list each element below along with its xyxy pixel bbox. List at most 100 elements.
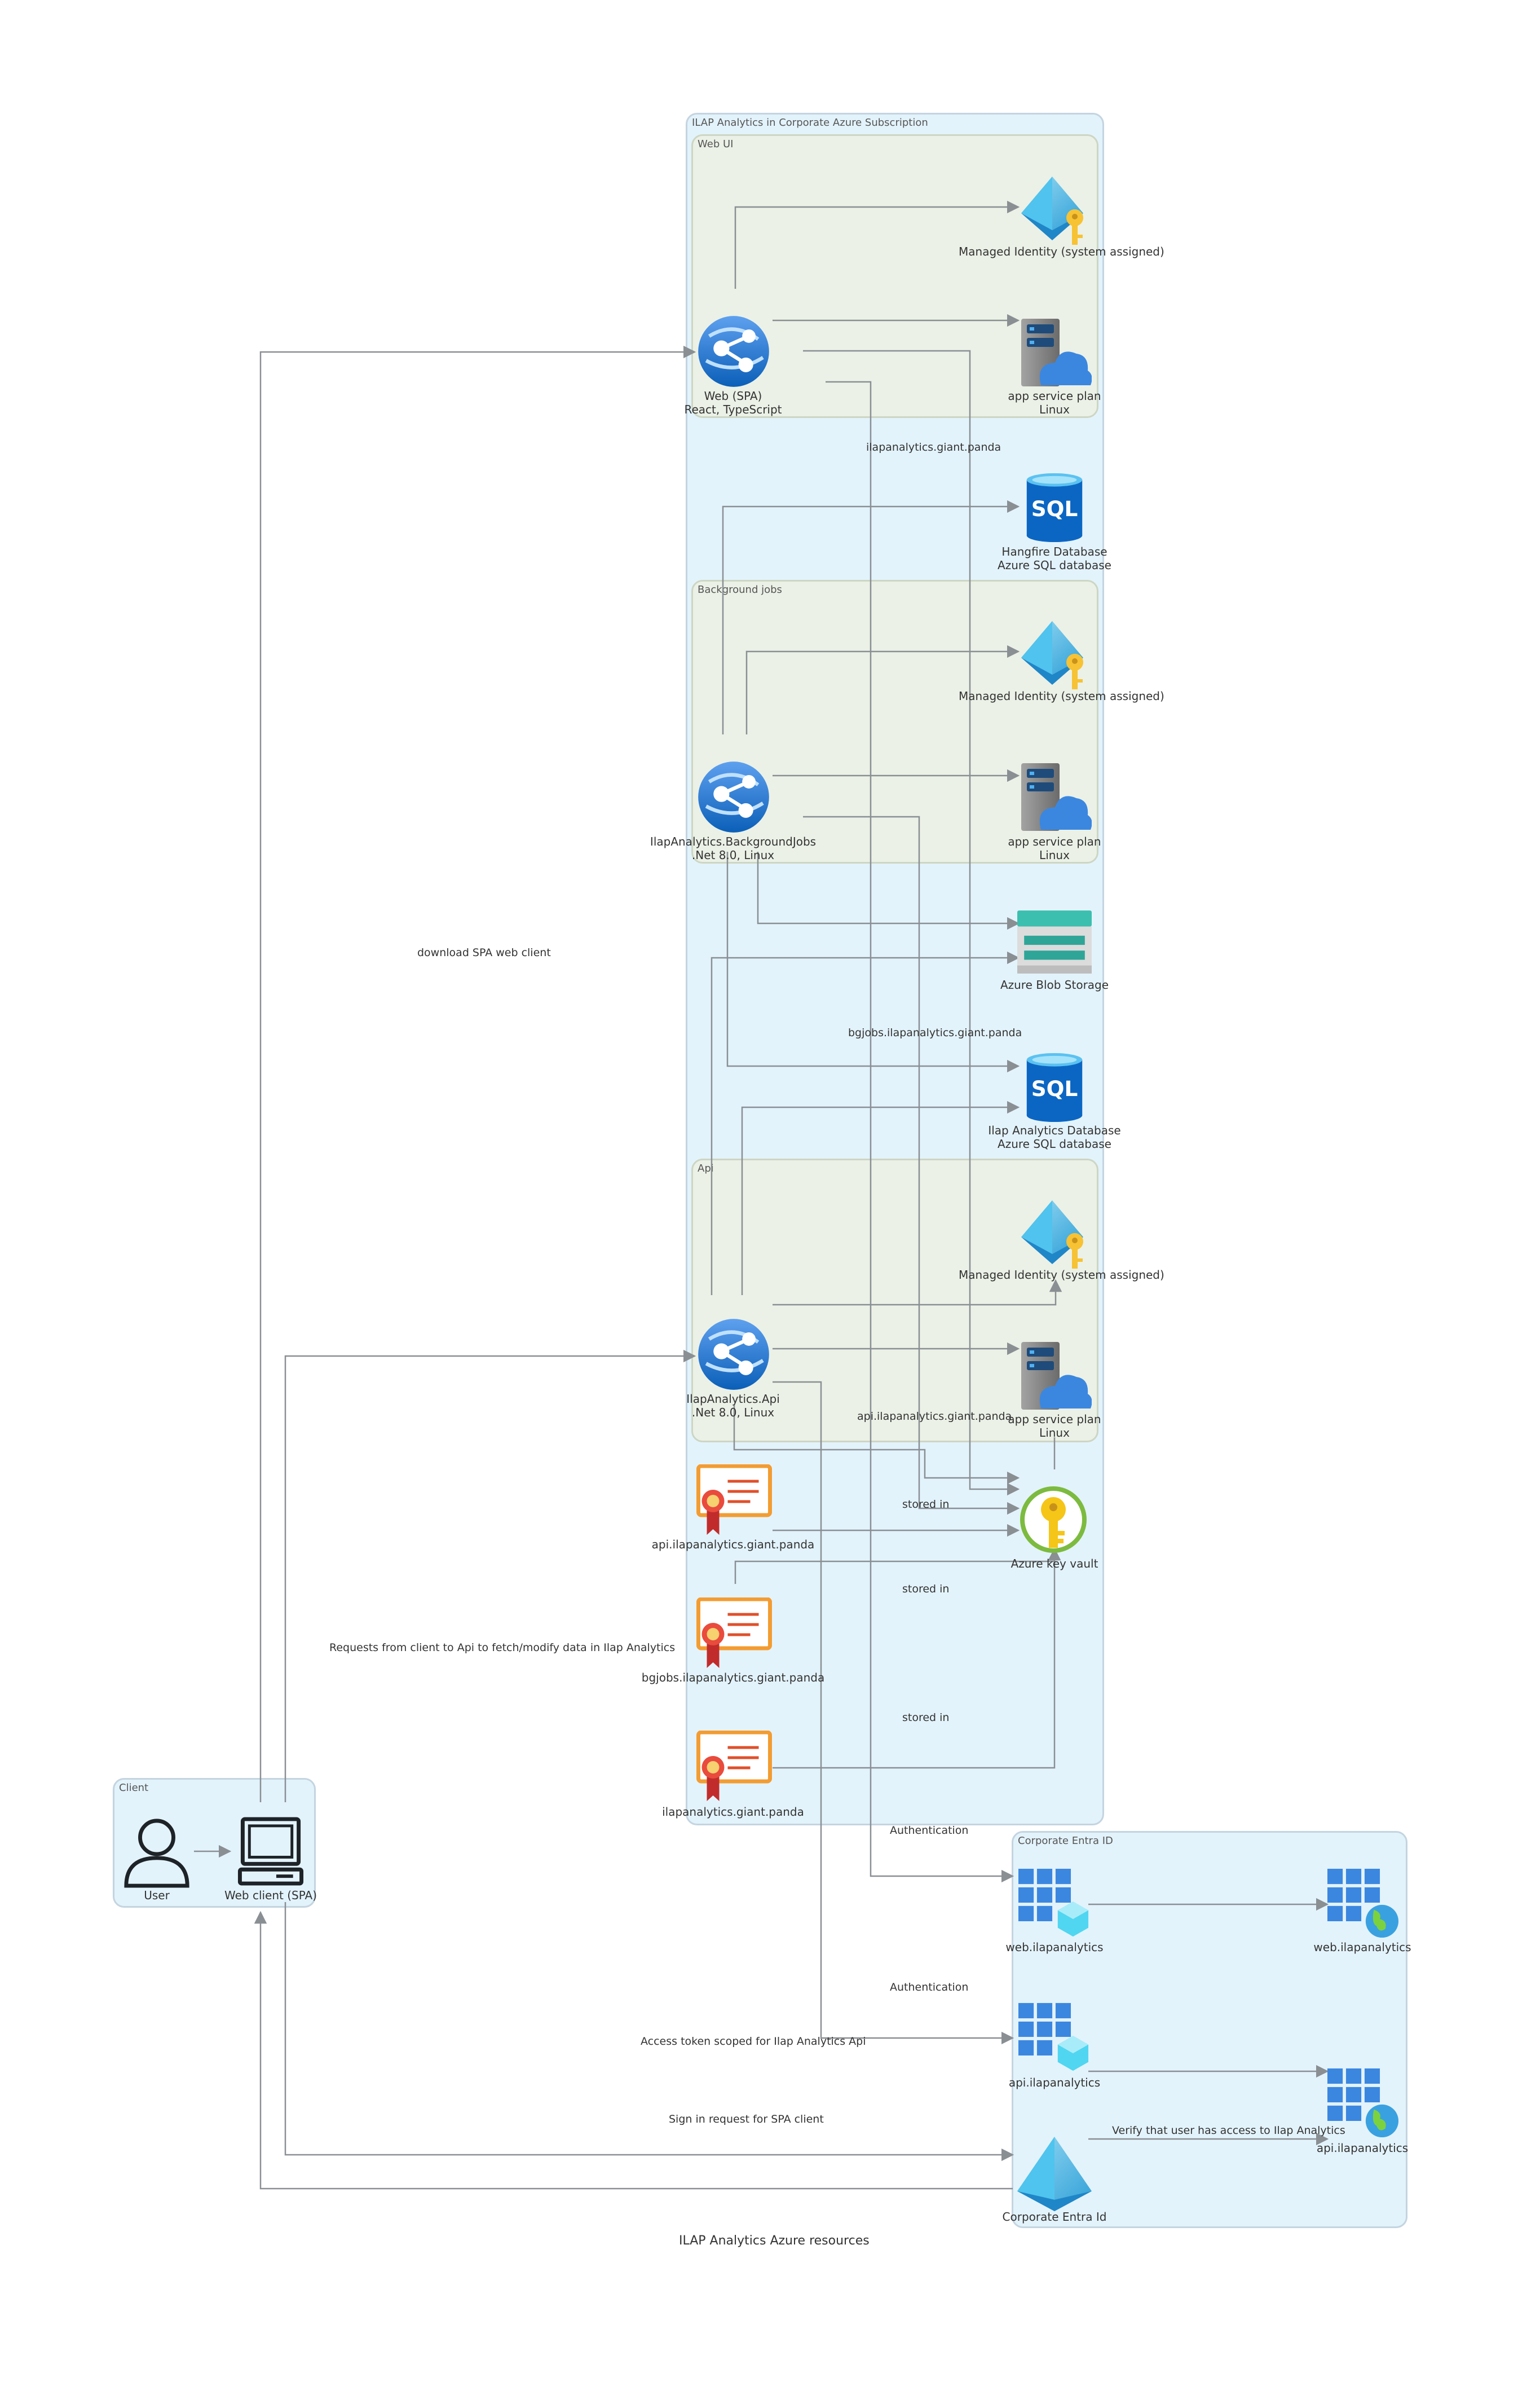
edge-label-auth-2: Authentication bbox=[890, 1981, 969, 1993]
bg-plan-label-line1: app service plan bbox=[1008, 835, 1101, 848]
bg-app-service-plan-icon bbox=[1021, 763, 1092, 831]
edge-label-verify: Verify that user has access to Ilap Anal… bbox=[1112, 2124, 1345, 2137]
web-spa-label: Web (SPA) React, TypeScript bbox=[637, 389, 829, 416]
cert-web-label: ilapanalytics.giant.panda bbox=[662, 1805, 804, 1819]
entra-web-app-registration-icon bbox=[1018, 1868, 1089, 1937]
api-plan-label-line1: app service plan bbox=[1008, 1412, 1101, 1426]
cert-api-certificate-icon bbox=[696, 1464, 773, 1537]
web-client-label: Web client (SPA) bbox=[224, 1889, 317, 1902]
hangfire-db-label-line1: Hangfire Database bbox=[1001, 545, 1107, 558]
client-group-label: Client bbox=[119, 1782, 149, 1794]
ilap-db-label: Ilap Analytics Database Azure SQL databa… bbox=[959, 1124, 1150, 1151]
edge-cert-web-to-kv bbox=[773, 1547, 1061, 1769]
web-spa-label-line1: Web (SPA) bbox=[704, 389, 762, 403]
edge-web-to-entra-app bbox=[826, 381, 1014, 1883]
web-managed-identity-label: Managed Identity (system assigned) bbox=[959, 245, 1164, 258]
api-plan-label-line2: Linux bbox=[1039, 1426, 1070, 1440]
entra-group-label: Corporate Entra ID bbox=[1018, 1835, 1113, 1847]
cert-bgjobs-certificate-icon bbox=[696, 1597, 773, 1670]
ilap-sql-database-icon bbox=[1026, 1053, 1083, 1123]
entra-web-enterprise-app-icon bbox=[1327, 1868, 1398, 1938]
entra-api-app-label: api.ilapanalytics bbox=[1008, 2076, 1101, 2089]
web-plan-label: app service plan Linux bbox=[959, 389, 1150, 416]
api-managed-identity-label: Managed Identity (system assigned) bbox=[959, 1268, 1164, 1282]
bg-app-service-icon bbox=[697, 760, 770, 834]
hangfire-db-label-line2: Azure SQL database bbox=[998, 558, 1111, 572]
entra-id-label: Corporate Entra Id bbox=[1002, 2210, 1107, 2224]
user-icon bbox=[122, 1816, 192, 1889]
bg-plan-label: app service plan Linux bbox=[959, 835, 1150, 862]
bg-app-label-line2: .Net 8.0, Linux bbox=[691, 848, 775, 862]
edge-bg-to-ilapdb bbox=[726, 852, 1020, 1073]
web-spa-label-line2: React, TypeScript bbox=[684, 403, 782, 416]
edge-bg-to-mi bbox=[745, 645, 1020, 734]
entra-web-app-label: web.ilapanalytics bbox=[1005, 1940, 1104, 1954]
edge-api-to-entra-app bbox=[773, 1381, 1014, 2045]
web-ui-group-label: Web UI bbox=[698, 138, 734, 150]
hangfire-db-label: Hangfire Database Azure SQL database bbox=[959, 545, 1150, 572]
edge-label-bg-domain: bgjobs.ilapanalytics.giant.panda bbox=[848, 1027, 1022, 1039]
api-managed-identity-icon bbox=[1021, 1200, 1083, 1269]
cert-web-certificate-icon bbox=[696, 1731, 773, 1803]
api-plan-label: app service plan Linux bbox=[959, 1412, 1150, 1440]
key-vault-icon bbox=[1020, 1486, 1087, 1553]
entra-web-ent-label: web.ilapanalytics bbox=[1313, 1940, 1411, 1954]
edge-client-to-entra bbox=[284, 1902, 1014, 2162]
edge-label-api-domain: api.ilapanalytics.giant.panda bbox=[857, 1410, 1012, 1423]
ilap-db-label-line1: Ilap Analytics Database bbox=[988, 1124, 1121, 1137]
edge-api-to-blob bbox=[711, 951, 1020, 1295]
edge-web-to-mi bbox=[734, 200, 1020, 289]
edge-client-to-api bbox=[284, 1349, 696, 1802]
edge-bg-to-hangfire bbox=[722, 500, 1020, 734]
web-plan-label-line2: Linux bbox=[1039, 403, 1070, 416]
cert-api-label: api.ilapanalytics.giant.panda bbox=[651, 1538, 815, 1551]
edge-api-to-ilapdb bbox=[741, 1101, 1020, 1295]
web-app-service-plan-icon bbox=[1021, 319, 1092, 386]
entra-api-ent-label: api.ilapanalytics bbox=[1316, 2141, 1409, 2155]
edge-label-auth-1: Authentication bbox=[890, 1824, 969, 1837]
ilap-db-label-line2: Azure SQL database bbox=[998, 1137, 1111, 1151]
api-app-service-icon bbox=[697, 1318, 770, 1391]
edge-client-to-web bbox=[259, 345, 696, 1802]
web-plan-label-line1: app service plan bbox=[1008, 389, 1101, 403]
edge-api-to-keyvault bbox=[733, 1405, 1020, 1485]
web-managed-identity-icon bbox=[1021, 177, 1083, 245]
edge-web-to-keyvault bbox=[803, 350, 1020, 1496]
blob-storage-label: Azure Blob Storage bbox=[1000, 978, 1109, 992]
web-spa-app-service-icon bbox=[697, 315, 770, 388]
edge-label-web-domain: ilapanalytics.giant.panda bbox=[866, 441, 1001, 454]
bg-managed-identity-icon bbox=[1021, 621, 1083, 689]
user-label: User bbox=[144, 1889, 170, 1902]
entra-api-app-registration-icon bbox=[1018, 2002, 1089, 2071]
blob-storage-icon bbox=[1017, 910, 1092, 974]
background-jobs-group-label: Background jobs bbox=[698, 584, 782, 596]
api-app-label: IlapAnalytics.Api .Net 8.0, Linux bbox=[637, 1392, 829, 1419]
api-app-label-line1: IlapAnalytics.Api bbox=[686, 1392, 780, 1406]
edge-label-stored-in-3: stored in bbox=[902, 1711, 950, 1724]
edge-label-stored-in-2: stored in bbox=[902, 1583, 950, 1595]
api-group-label: Api bbox=[698, 1163, 714, 1174]
edge-label-sign-in: Sign in request for SPA client bbox=[669, 2113, 824, 2125]
hangfire-sql-database-icon bbox=[1026, 473, 1083, 543]
bg-managed-identity-label: Managed Identity (system assigned) bbox=[959, 689, 1164, 703]
edge-bg-to-blob bbox=[757, 852, 1020, 930]
bg-app-label-line1: IlapAnalytics.BackgroundJobs bbox=[650, 835, 817, 848]
edge-api-to-mi bbox=[773, 1279, 1062, 1306]
bg-plan-label-line2: Linux bbox=[1039, 848, 1070, 862]
computer-icon bbox=[236, 1816, 306, 1886]
diagram-title: ILAP Analytics Azure resources bbox=[679, 2234, 870, 2248]
edge-label-stored-in-1: stored in bbox=[902, 1498, 950, 1511]
entra-id-icon bbox=[1017, 2137, 1092, 2211]
api-app-service-plan-icon bbox=[1021, 1342, 1092, 1410]
bg-app-label: IlapAnalytics.BackgroundJobs .Net 8.0, L… bbox=[637, 835, 829, 862]
edge-label-download: download SPA web client bbox=[417, 947, 551, 959]
subscription-group-label: ILAP Analytics in Corporate Azure Subscr… bbox=[692, 117, 928, 129]
edge-entra-to-client bbox=[254, 1911, 1013, 2190]
key-vault-label: Azure key vault bbox=[1011, 1557, 1098, 1570]
cert-bgjobs-label: bgjobs.ilapanalytics.giant.panda bbox=[641, 1671, 825, 1684]
edge-bg-to-keyvault bbox=[803, 816, 1020, 1515]
edge-label-access-token: Access token scoped for Ilap Analytics A… bbox=[641, 2035, 866, 2048]
api-app-label-line2: .Net 8.0, Linux bbox=[691, 1406, 775, 1419]
edge-label-requests: Requests from client to Api to fetch/mod… bbox=[329, 1641, 676, 1654]
